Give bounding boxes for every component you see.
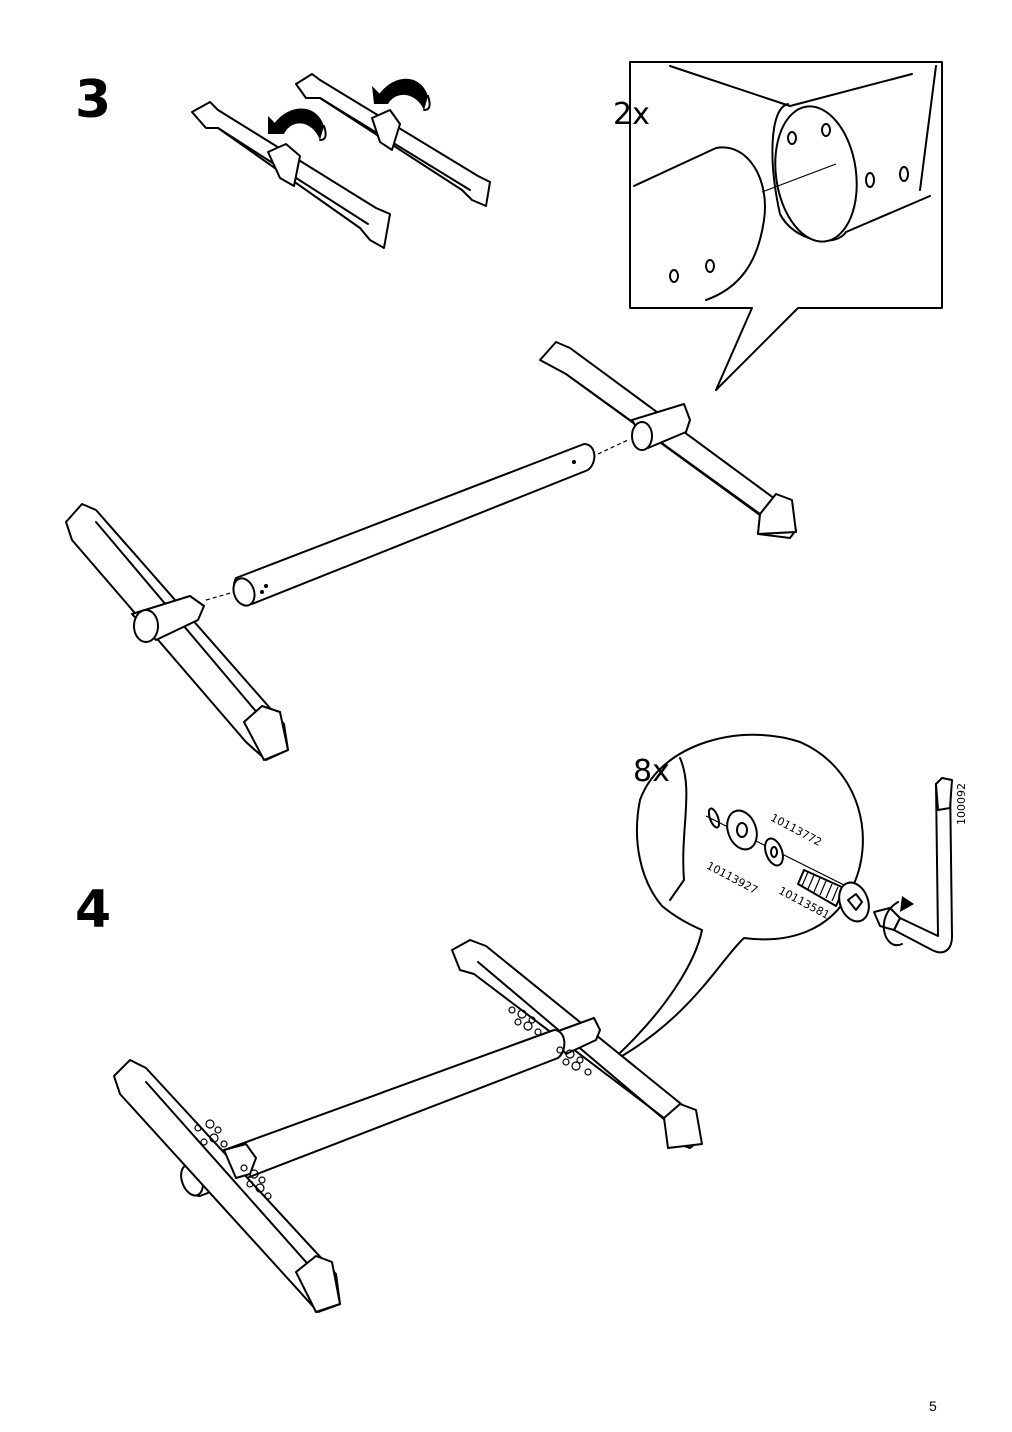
quantity-label: 2x — [613, 97, 650, 132]
part-number-allen-key: 100092 — [955, 783, 968, 825]
washer-icon — [726, 809, 784, 867]
step-number: 3 — [75, 70, 112, 130]
step4-magnifier — [607, 733, 870, 1065]
step3-small-crossbars — [191, 73, 491, 249]
step4-right-foot — [451, 939, 703, 1149]
step-number: 4 — [75, 880, 112, 940]
step3-detail-callout — [629, 61, 943, 391]
step4-fasteners — [194, 1006, 592, 1200]
step3-long-beam — [205, 439, 629, 607]
allen-key-icon — [873, 777, 953, 954]
step4-left-foot — [113, 1059, 341, 1313]
page-number: 5 — [929, 1398, 937, 1414]
step3-left-foot — [65, 503, 289, 761]
rotate-arrow-icon — [882, 896, 914, 947]
rotate-arrow-icon — [372, 78, 431, 111]
step3-right-foot — [539, 341, 797, 539]
rotate-arrow-icon — [268, 108, 327, 141]
quantity-label: 8x — [633, 754, 670, 789]
bolt-icon — [797, 869, 870, 923]
